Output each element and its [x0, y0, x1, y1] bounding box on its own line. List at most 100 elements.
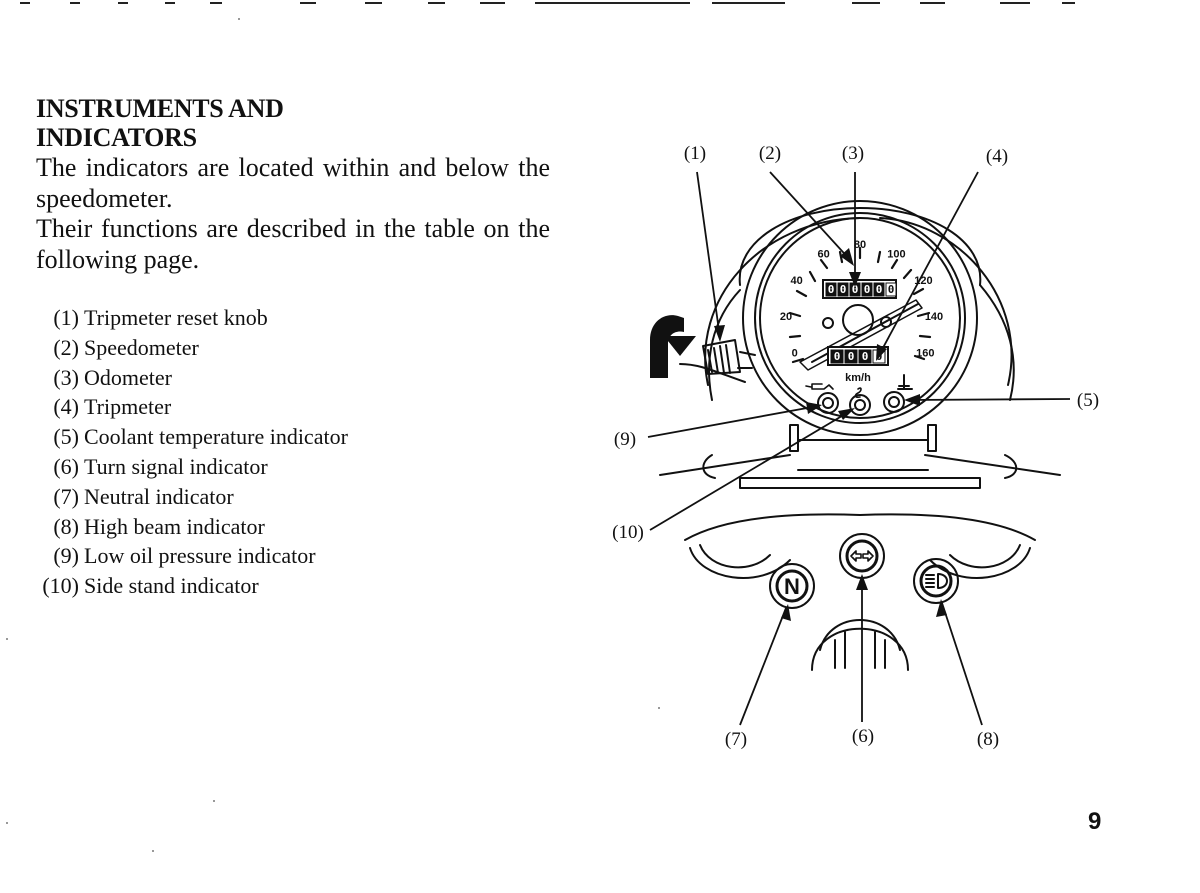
legend-label: Low oil pressure indicator — [84, 543, 316, 569]
side-stand-icon — [854, 387, 862, 398]
legend-item: (9)Low oil pressure indicator — [36, 541, 348, 571]
callout-labels: (1) (2) (3) (4) (5) (6) (7) (8) (9) (10) — [612, 143, 1099, 750]
digit-cell — [830, 349, 844, 364]
callout-5: (5) — [1077, 390, 1099, 411]
speed-scale-label: 80 — [854, 239, 866, 251]
legend-label: Odometer — [84, 364, 172, 390]
digit: 0 — [876, 283, 883, 296]
turn-signal-lamp — [839, 533, 885, 579]
callout-2: (2) — [759, 143, 781, 164]
legend-number: (5) — [53, 424, 79, 450]
speed-scale-label: 0 — [792, 348, 798, 360]
legend-label: Side stand indicator — [84, 573, 259, 599]
legend-number: (8) — [53, 513, 79, 539]
legend-item: (7)Neutral indicator — [36, 482, 348, 512]
scan-speck — [213, 800, 215, 802]
high-beam-lamp — [913, 558, 959, 604]
legend-label: Speedometer — [84, 334, 199, 360]
speed-unit: km/h — [845, 372, 871, 384]
oil-can-icon — [805, 383, 834, 390]
intro-paragraph: Their functions are described in the tab… — [36, 214, 550, 274]
callout-3: (3) — [842, 143, 864, 164]
legend-number: (1) — [53, 305, 79, 330]
intro-text: The indicators are located within and be… — [36, 153, 550, 275]
legend-item: (4)Tripmeter — [36, 392, 348, 422]
intro-paragraph: The indicators are located within and be… — [36, 153, 550, 213]
digit-cell — [825, 282, 837, 297]
digit-cell — [837, 282, 849, 297]
legend-label: Neutral indicator — [84, 483, 234, 509]
headlight-housing — [704, 207, 1015, 401]
legend-label: High beam indicator — [84, 513, 265, 539]
digit: 0 — [840, 283, 847, 296]
scan-speck — [658, 707, 660, 709]
heading-line: INSTRUMENTS AND — [36, 94, 284, 123]
speed-scale-label: 40 — [790, 275, 802, 287]
digit: 0 — [852, 283, 859, 296]
speed-scale-label: 140 — [925, 311, 943, 323]
legend-number: (10) — [42, 573, 79, 599]
callout-arrowheads — [714, 248, 947, 621]
legend-label: Turn signal indicator — [84, 453, 268, 479]
neutral-lamp — [769, 563, 815, 609]
callout-9: (9) — [614, 429, 636, 450]
tripmeter-reset-arrow-icon — [650, 315, 696, 378]
turn-signal-arrows-icon — [850, 550, 874, 562]
legend-item: (5)Coolant temperature indicator — [36, 422, 348, 452]
component-legend: (1)Tripmeter reset knob (2)Speedometer (… — [36, 303, 348, 601]
speed-scale-label: 160 — [916, 348, 934, 360]
coolant-thermometer-icon — [897, 374, 913, 390]
callout-10: (10) — [612, 522, 644, 543]
scan-speck — [152, 850, 154, 852]
digit: 0 — [862, 350, 869, 363]
digit: 0 — [848, 350, 855, 363]
callout-7: (7) — [725, 729, 747, 750]
legend-item: (1)Tripmeter reset knob — [36, 303, 348, 333]
callout-8: (8) — [977, 729, 999, 750]
legend-number: (7) — [53, 483, 79, 509]
speed-scale-label: 60 — [817, 249, 829, 261]
digit: 0 — [888, 283, 895, 296]
neutral-letter: N — [784, 574, 800, 599]
digit-cell — [861, 282, 873, 297]
legend-item: (6)Turn signal indicator — [36, 452, 348, 482]
speed-scale-label: 120 — [914, 275, 932, 287]
speed-scale-label: 20 — [780, 311, 792, 323]
callout-4: (4) — [986, 146, 1008, 167]
digit-cell — [885, 282, 897, 297]
legend-number: (4) — [53, 394, 79, 420]
legend-label: Coolant temperature indicator — [84, 424, 348, 450]
legend-item: (10)Side stand indicator — [36, 571, 348, 601]
digit-cell — [858, 349, 872, 364]
legend-item: (3)Odometer — [36, 363, 348, 393]
digit: 0 — [864, 283, 871, 296]
legend-item: (8)High beam indicator — [36, 512, 348, 542]
top-cropped-rule — [20, 2, 1075, 4]
scan-speck — [6, 638, 8, 640]
scan-speck — [6, 822, 8, 824]
tripmeter-reset-knob — [679, 339, 756, 383]
digit: 0 — [828, 283, 835, 296]
indicator-panel — [684, 513, 1036, 671]
digit-cell — [873, 282, 885, 297]
legend-number: (6) — [53, 453, 79, 479]
legend-label: Tripmeter reset knob — [84, 305, 268, 330]
handlebar-mount — [659, 424, 1061, 489]
heading-line: INDICATORS — [36, 123, 197, 152]
high-beam-icon — [925, 573, 948, 589]
legend-label: Tripmeter — [84, 394, 172, 420]
section-heading: INSTRUMENTS AND INDICATORS — [36, 94, 284, 152]
callout-1: (1) — [684, 143, 706, 164]
scan-speck — [238, 18, 240, 20]
page-number: 9 — [1088, 808, 1102, 835]
legend-number: (9) — [53, 543, 79, 569]
legend-number: (2) — [53, 334, 79, 360]
speed-scale-label: 100 — [887, 249, 905, 261]
legend-item: (2)Speedometer — [36, 333, 348, 363]
callout-6: (6) — [852, 726, 874, 747]
callout-leader-lines — [647, 171, 1071, 726]
speed-scale-ticks — [788, 246, 932, 364]
legend-number: (3) — [53, 364, 79, 390]
